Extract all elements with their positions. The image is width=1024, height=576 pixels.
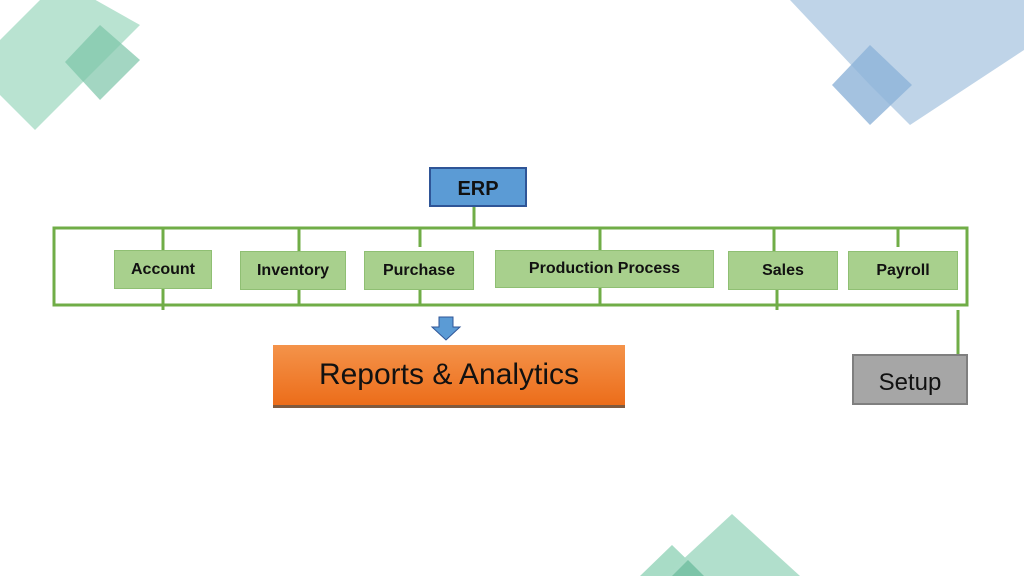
erp-label: ERP bbox=[457, 177, 499, 200]
module-production-process: Production Process bbox=[495, 250, 714, 288]
setup-node: Setup bbox=[852, 354, 968, 405]
module-label: Account bbox=[131, 260, 195, 278]
module-label: Purchase bbox=[382, 261, 456, 279]
module-label: Inventory bbox=[256, 261, 329, 279]
module-label: Production Process bbox=[528, 260, 681, 277]
module-inventory: Inventory bbox=[240, 251, 346, 290]
module-label: Sales bbox=[762, 261, 804, 279]
module-purchase: Purchase bbox=[364, 251, 474, 290]
decoration-top-right bbox=[790, 0, 1024, 125]
decoration-top-left bbox=[0, 0, 140, 130]
down-arrow-icon bbox=[430, 316, 462, 341]
reports-analytics-node: Reports & Analytics bbox=[273, 345, 625, 408]
setup-label: Setup bbox=[878, 368, 942, 396]
module-label: Payroll bbox=[876, 261, 930, 279]
erp-node: ERP bbox=[429, 167, 527, 207]
module-payroll: Payroll bbox=[848, 251, 958, 290]
decoration-bottom bbox=[640, 514, 800, 576]
reports-label: Reports & Analytics bbox=[318, 358, 580, 391]
connector-lines bbox=[52, 207, 969, 354]
module-account: Account bbox=[114, 250, 212, 289]
module-sales: Sales bbox=[728, 251, 838, 290]
